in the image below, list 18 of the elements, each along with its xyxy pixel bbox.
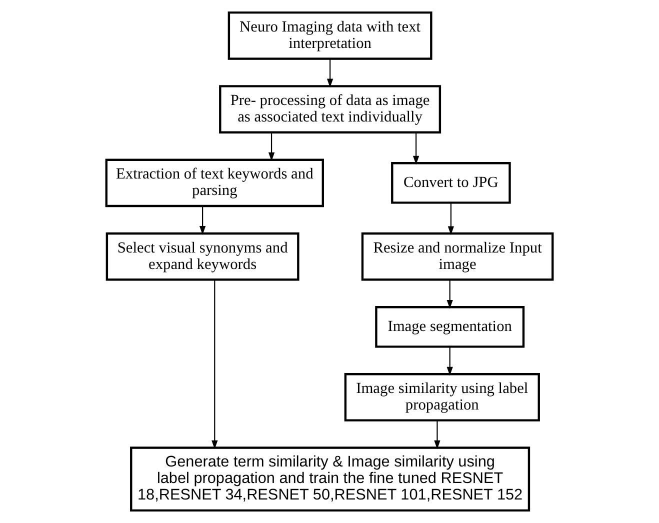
node-box: Generate term similarity & Image similarity using label propagation and train the fine tuned RESNET 18,RESNET 34,RESNET 50,RESNET 101,RESNET 152	[130, 446, 530, 512]
node-box: Resize and normalize Input image	[361, 232, 554, 281]
node-box: Convert to JPG	[391, 162, 511, 204]
arrow	[412, 132, 420, 165]
arrow	[268, 132, 275, 162]
node-box: Select visual synonyms and expand keywords	[106, 232, 300, 281]
node-box: Image similarity using label propagation	[344, 373, 540, 422]
arrow	[446, 280, 453, 309]
arrow	[446, 346, 453, 376]
node-box: Neuro Imaging data with text interpretation	[228, 11, 432, 60]
node-box: Image segmentation	[375, 306, 525, 348]
node-box: Extraction of text keywords and parsing	[105, 158, 324, 208]
arrow	[326, 58, 334, 88]
node-box: Pre- processing of data as image as associated text individually	[219, 85, 442, 134]
arrow	[212, 280, 218, 450]
arrow	[434, 420, 440, 450]
arrow	[199, 206, 206, 235]
arrow	[448, 203, 454, 235]
